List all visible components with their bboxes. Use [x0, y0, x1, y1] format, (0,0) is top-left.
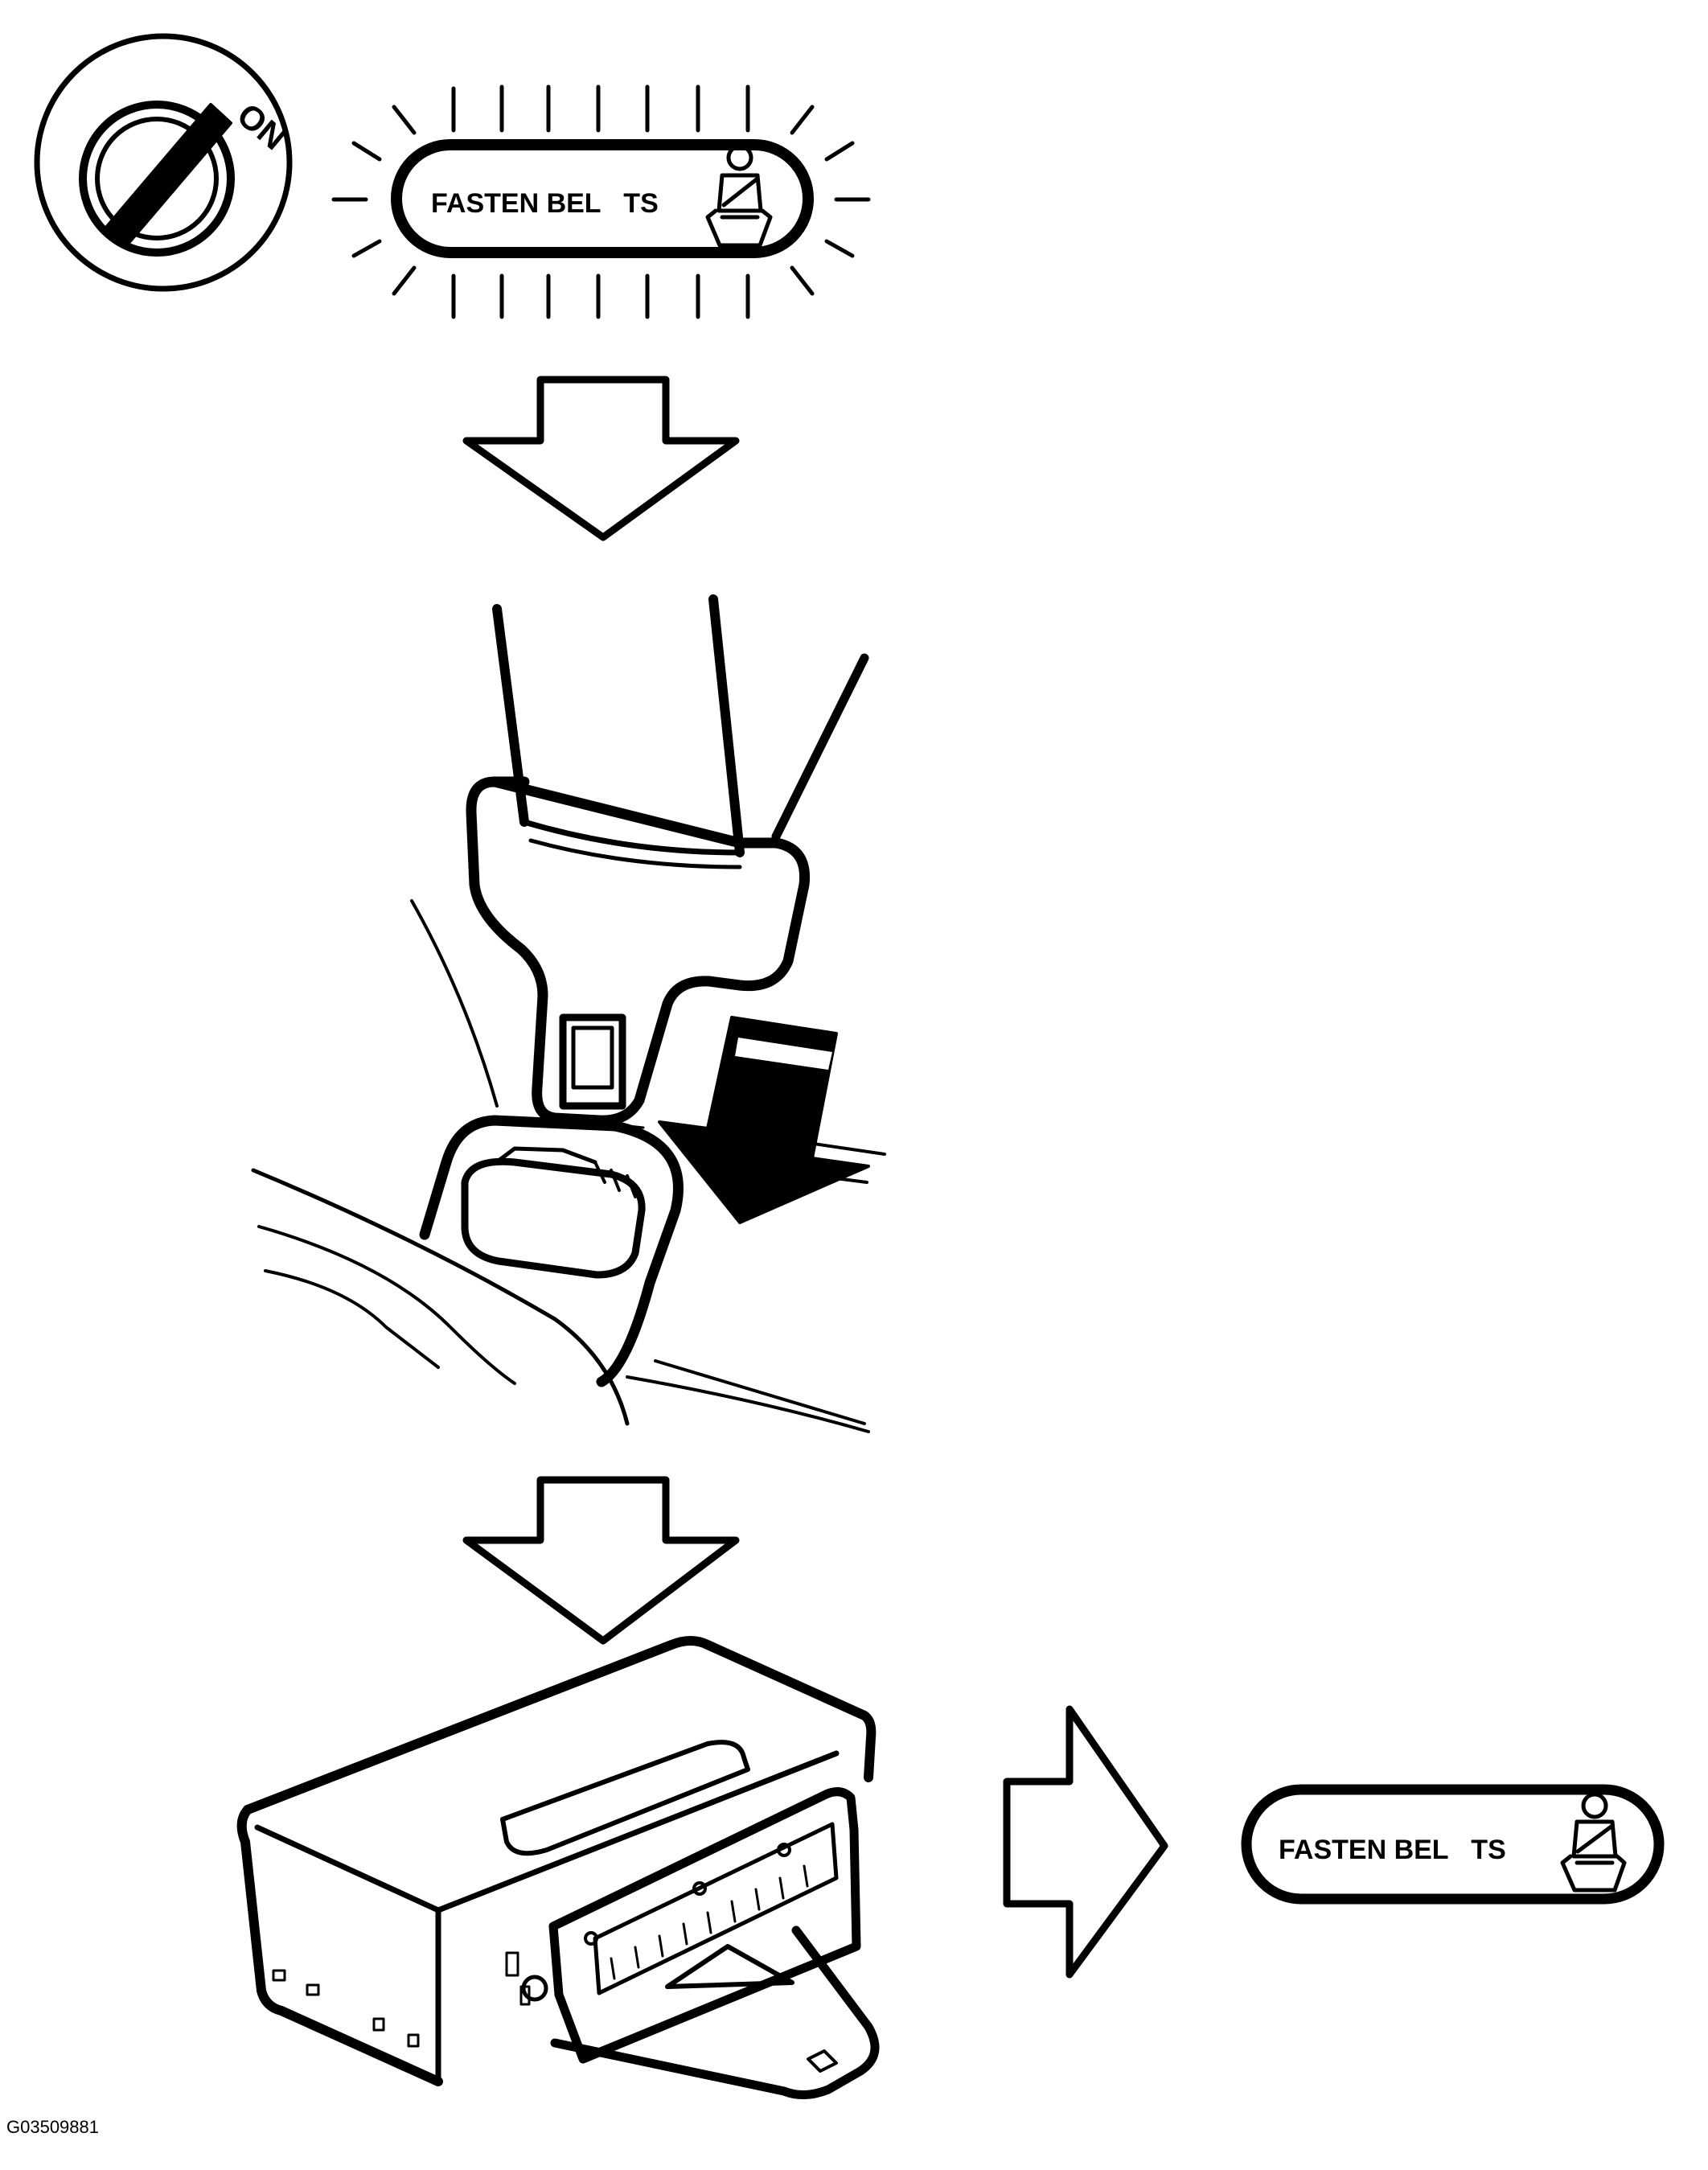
connector-pins [610, 1864, 809, 1980]
ignition-on-label: ON [230, 96, 293, 157]
figure-reference-id: G03509881 [6, 2117, 99, 2137]
down-arrow-icon [462, 376, 740, 541]
glow-rays [331, 84, 871, 319]
ignition-switch-icon [34, 33, 293, 292]
warning-lamp-off-text: FASTEN BEL TS [1279, 1835, 1506, 1865]
right-arrow-icon [1003, 1705, 1168, 1979]
warning-lamp-off [1241, 1784, 1665, 1905]
control-module-illustration [236, 1636, 880, 2099]
warning-lamp-lit-text: FASTEN BEL TS [431, 188, 659, 219]
insert-direction-arrow-icon [658, 1016, 870, 1224]
seatbelt-person-icon [705, 144, 773, 248]
down-arrow-icon-2 [462, 1476, 740, 1645]
seatbelt-person-icon-2 [1560, 1792, 1627, 1893]
warning-lamp-lit [331, 84, 871, 319]
seatbelt-buckle-illustration [251, 594, 886, 1433]
